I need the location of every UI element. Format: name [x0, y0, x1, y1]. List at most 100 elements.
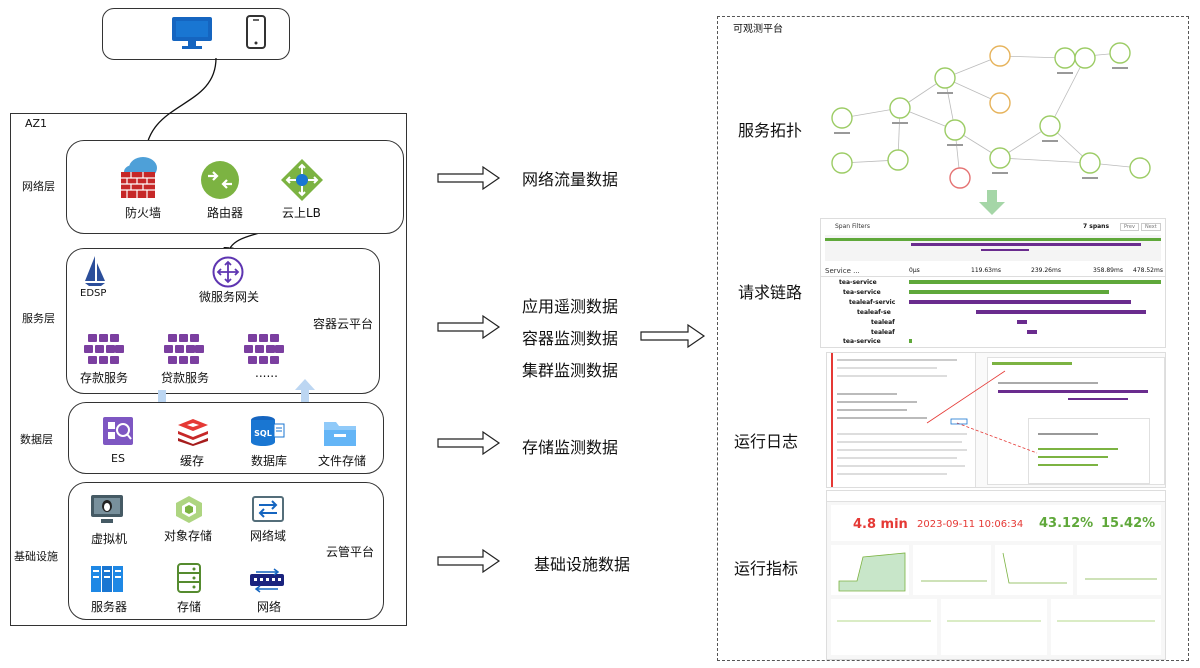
metric-area-line — [838, 552, 1157, 592]
network-switch-icon — [250, 568, 284, 593]
gateway-icon — [212, 256, 244, 288]
log-left-pane — [827, 353, 976, 487]
cache-icon — [178, 419, 208, 446]
metric-chart — [1051, 599, 1161, 655]
svg-text:SQL: SQL — [254, 429, 272, 438]
trace-tick-3: 358.89ms — [1093, 267, 1123, 274]
network-domain-icon — [252, 496, 284, 522]
service-layer-label: 服务层 — [22, 312, 55, 325]
metric-uptime-value: 4.8 min — [853, 517, 908, 532]
log-panel — [826, 352, 1166, 488]
es-label: ES — [111, 452, 125, 465]
server-label: 服务器 — [91, 600, 128, 614]
metric-mem-value: 15.42% — [1101, 516, 1156, 531]
storage-icon — [177, 563, 201, 593]
trace-span-bar[interactable] — [909, 280, 1161, 284]
vm-icon — [91, 495, 123, 523]
section-trace-label: 请求链路 — [738, 283, 803, 302]
more-service-icon — [244, 334, 284, 364]
metric-start-time-value: 2023-09-11 10:06:34 — [917, 519, 1024, 530]
object-storage-label: 对象存储 — [164, 529, 213, 543]
loan-service-icon — [164, 334, 204, 364]
trace-next-button[interactable]: Next — [1141, 223, 1161, 231]
topology-to-trace-arrow-icon — [979, 190, 1005, 215]
storage-label: 存储 — [177, 600, 202, 614]
arrow-data-icon — [437, 430, 501, 456]
trace-span-bar[interactable] — [909, 339, 912, 343]
vm-label: 虚拟机 — [91, 532, 128, 546]
database-icon: SQL — [251, 416, 285, 446]
trace-row-label[interactable]: tea-service — [839, 279, 877, 286]
deposit-service-label: 存款服务 — [80, 371, 129, 385]
file-storage-label: 文件存储 — [318, 454, 367, 468]
network-layer-label: 网络层 — [22, 180, 55, 193]
section-topology-label: 服务拓扑 — [738, 121, 803, 140]
trace-row-label[interactable]: tea-service — [843, 289, 881, 296]
metric-chart — [995, 545, 1073, 595]
trace-span-bar[interactable] — [1017, 320, 1027, 324]
platform-container — [717, 16, 1189, 661]
app-telemetry-data: 应用遥测数据 — [522, 297, 619, 316]
router-icon — [201, 161, 239, 199]
trace-row-label[interactable]: tealeaf — [871, 329, 895, 336]
trace-span-bar[interactable] — [909, 300, 1131, 304]
trace-spans-count: 7 spans — [1083, 223, 1110, 230]
cluster-monitor-data: 集群监测数据 — [522, 361, 619, 380]
trace-prev-button[interactable]: Prev — [1120, 223, 1139, 231]
mobile-icon — [246, 15, 266, 49]
network-traffic-data: 网络流量数据 — [522, 170, 619, 189]
log-right-pane — [987, 357, 1165, 485]
metric-chart — [941, 599, 1047, 655]
trace-span-bar[interactable] — [1027, 330, 1037, 334]
az-container — [10, 113, 407, 626]
metric-cpu-value: 43.12% — [1039, 516, 1094, 531]
edsp-sail-icon — [85, 256, 105, 286]
load-balancer-label: 云上LB — [282, 206, 321, 220]
metric-chart — [1077, 545, 1161, 595]
container-monitor-data: 容器监测数据 — [522, 329, 619, 348]
infra-data: 基础设施数据 — [534, 555, 631, 574]
arrow-network-icon — [437, 165, 501, 191]
data-layer-label: 数据层 — [20, 433, 53, 446]
trace-row-label[interactable]: tealeaf-se — [857, 309, 891, 316]
log-link-lines — [926, 370, 1038, 454]
arrow-to-platform-icon — [640, 323, 706, 349]
router-label: 路由器 — [207, 206, 244, 220]
section-metrics-label: 运行指标 — [734, 559, 799, 578]
trace-tick-1: 119.63ms — [971, 267, 1001, 274]
platform-title: 可观测平台 — [733, 24, 783, 35]
database-label: 数据库 — [251, 454, 288, 468]
service-topology-graph — [831, 42, 1151, 189]
file-storage-icon — [324, 422, 356, 446]
cloud-mgmt-label: 云管平台 — [326, 545, 375, 559]
edsp-label: EDSP — [80, 288, 107, 299]
cache-label: 缓存 — [180, 454, 205, 468]
trace-tick-2: 239.26ms — [1031, 267, 1061, 274]
arrow-service-icon — [437, 314, 501, 340]
arrow-infra-icon — [437, 548, 501, 574]
es-icon — [103, 417, 133, 445]
container-platform-label: 容器云平台 — [313, 317, 374, 331]
network-label: 网络 — [257, 600, 282, 614]
metrics-panel: 4.8 min 2023-09-11 10:06:34 43.12% 15.42… — [826, 490, 1166, 660]
trace-service-col: Service ... — [825, 267, 860, 275]
service-layer-box — [66, 248, 380, 394]
trace-row-label[interactable]: tealeaf-servic — [849, 299, 896, 306]
metric-bottom-lines — [837, 620, 1155, 622]
network-domain-label: 网络域 — [250, 529, 287, 543]
trace-minimap — [825, 235, 1161, 261]
metric-chart — [831, 599, 937, 655]
infra-layer-label: 基础设施 — [14, 550, 58, 563]
trace-row-label[interactable]: tea-service — [843, 338, 881, 345]
desktop-icon — [172, 17, 212, 49]
trace-filters[interactable]: Span Filters — [835, 223, 870, 230]
trace-row-label[interactable]: tealeaf — [871, 319, 895, 326]
trace-span-bar[interactable] — [909, 290, 1109, 294]
trace-span-bar[interactable] — [976, 310, 1146, 314]
firewall-icon — [121, 157, 157, 198]
loan-service-label: 贷款服务 — [161, 371, 210, 385]
up-arrow-icon — [295, 379, 315, 402]
az-label: AZ1 — [25, 117, 48, 130]
firewall-label: 防火墙 — [125, 206, 162, 220]
trace-panel: Span Filters 7 spans Prev Next Service .… — [820, 218, 1166, 348]
